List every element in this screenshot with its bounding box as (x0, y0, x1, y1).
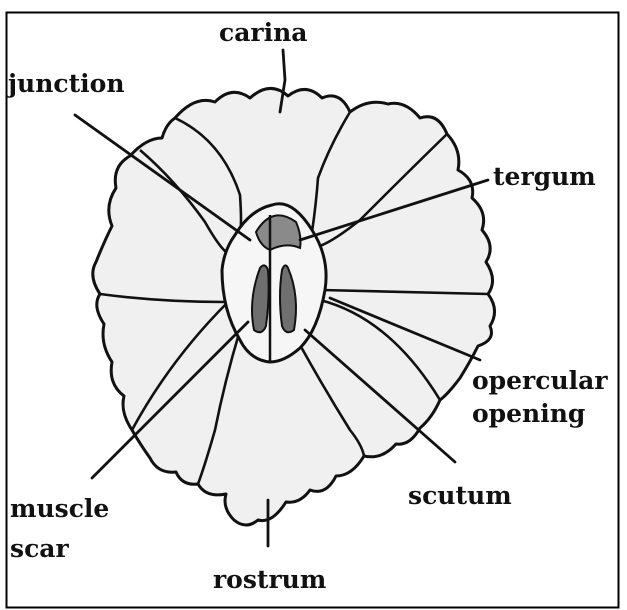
label-junction: junction (8, 69, 125, 98)
label-opercular-opening-line2: opening (472, 399, 585, 428)
label-muscle-scar-line1: muscle (10, 494, 109, 523)
label-tergum: tergum (493, 162, 596, 191)
label-muscle-scar-line2: scar (10, 534, 69, 563)
label-rostrum: rostrum (213, 565, 326, 594)
label-scutum: scutum (408, 481, 512, 510)
label-opercular-opening-line1: opercular (472, 366, 608, 395)
label-carina: carina (219, 18, 307, 47)
